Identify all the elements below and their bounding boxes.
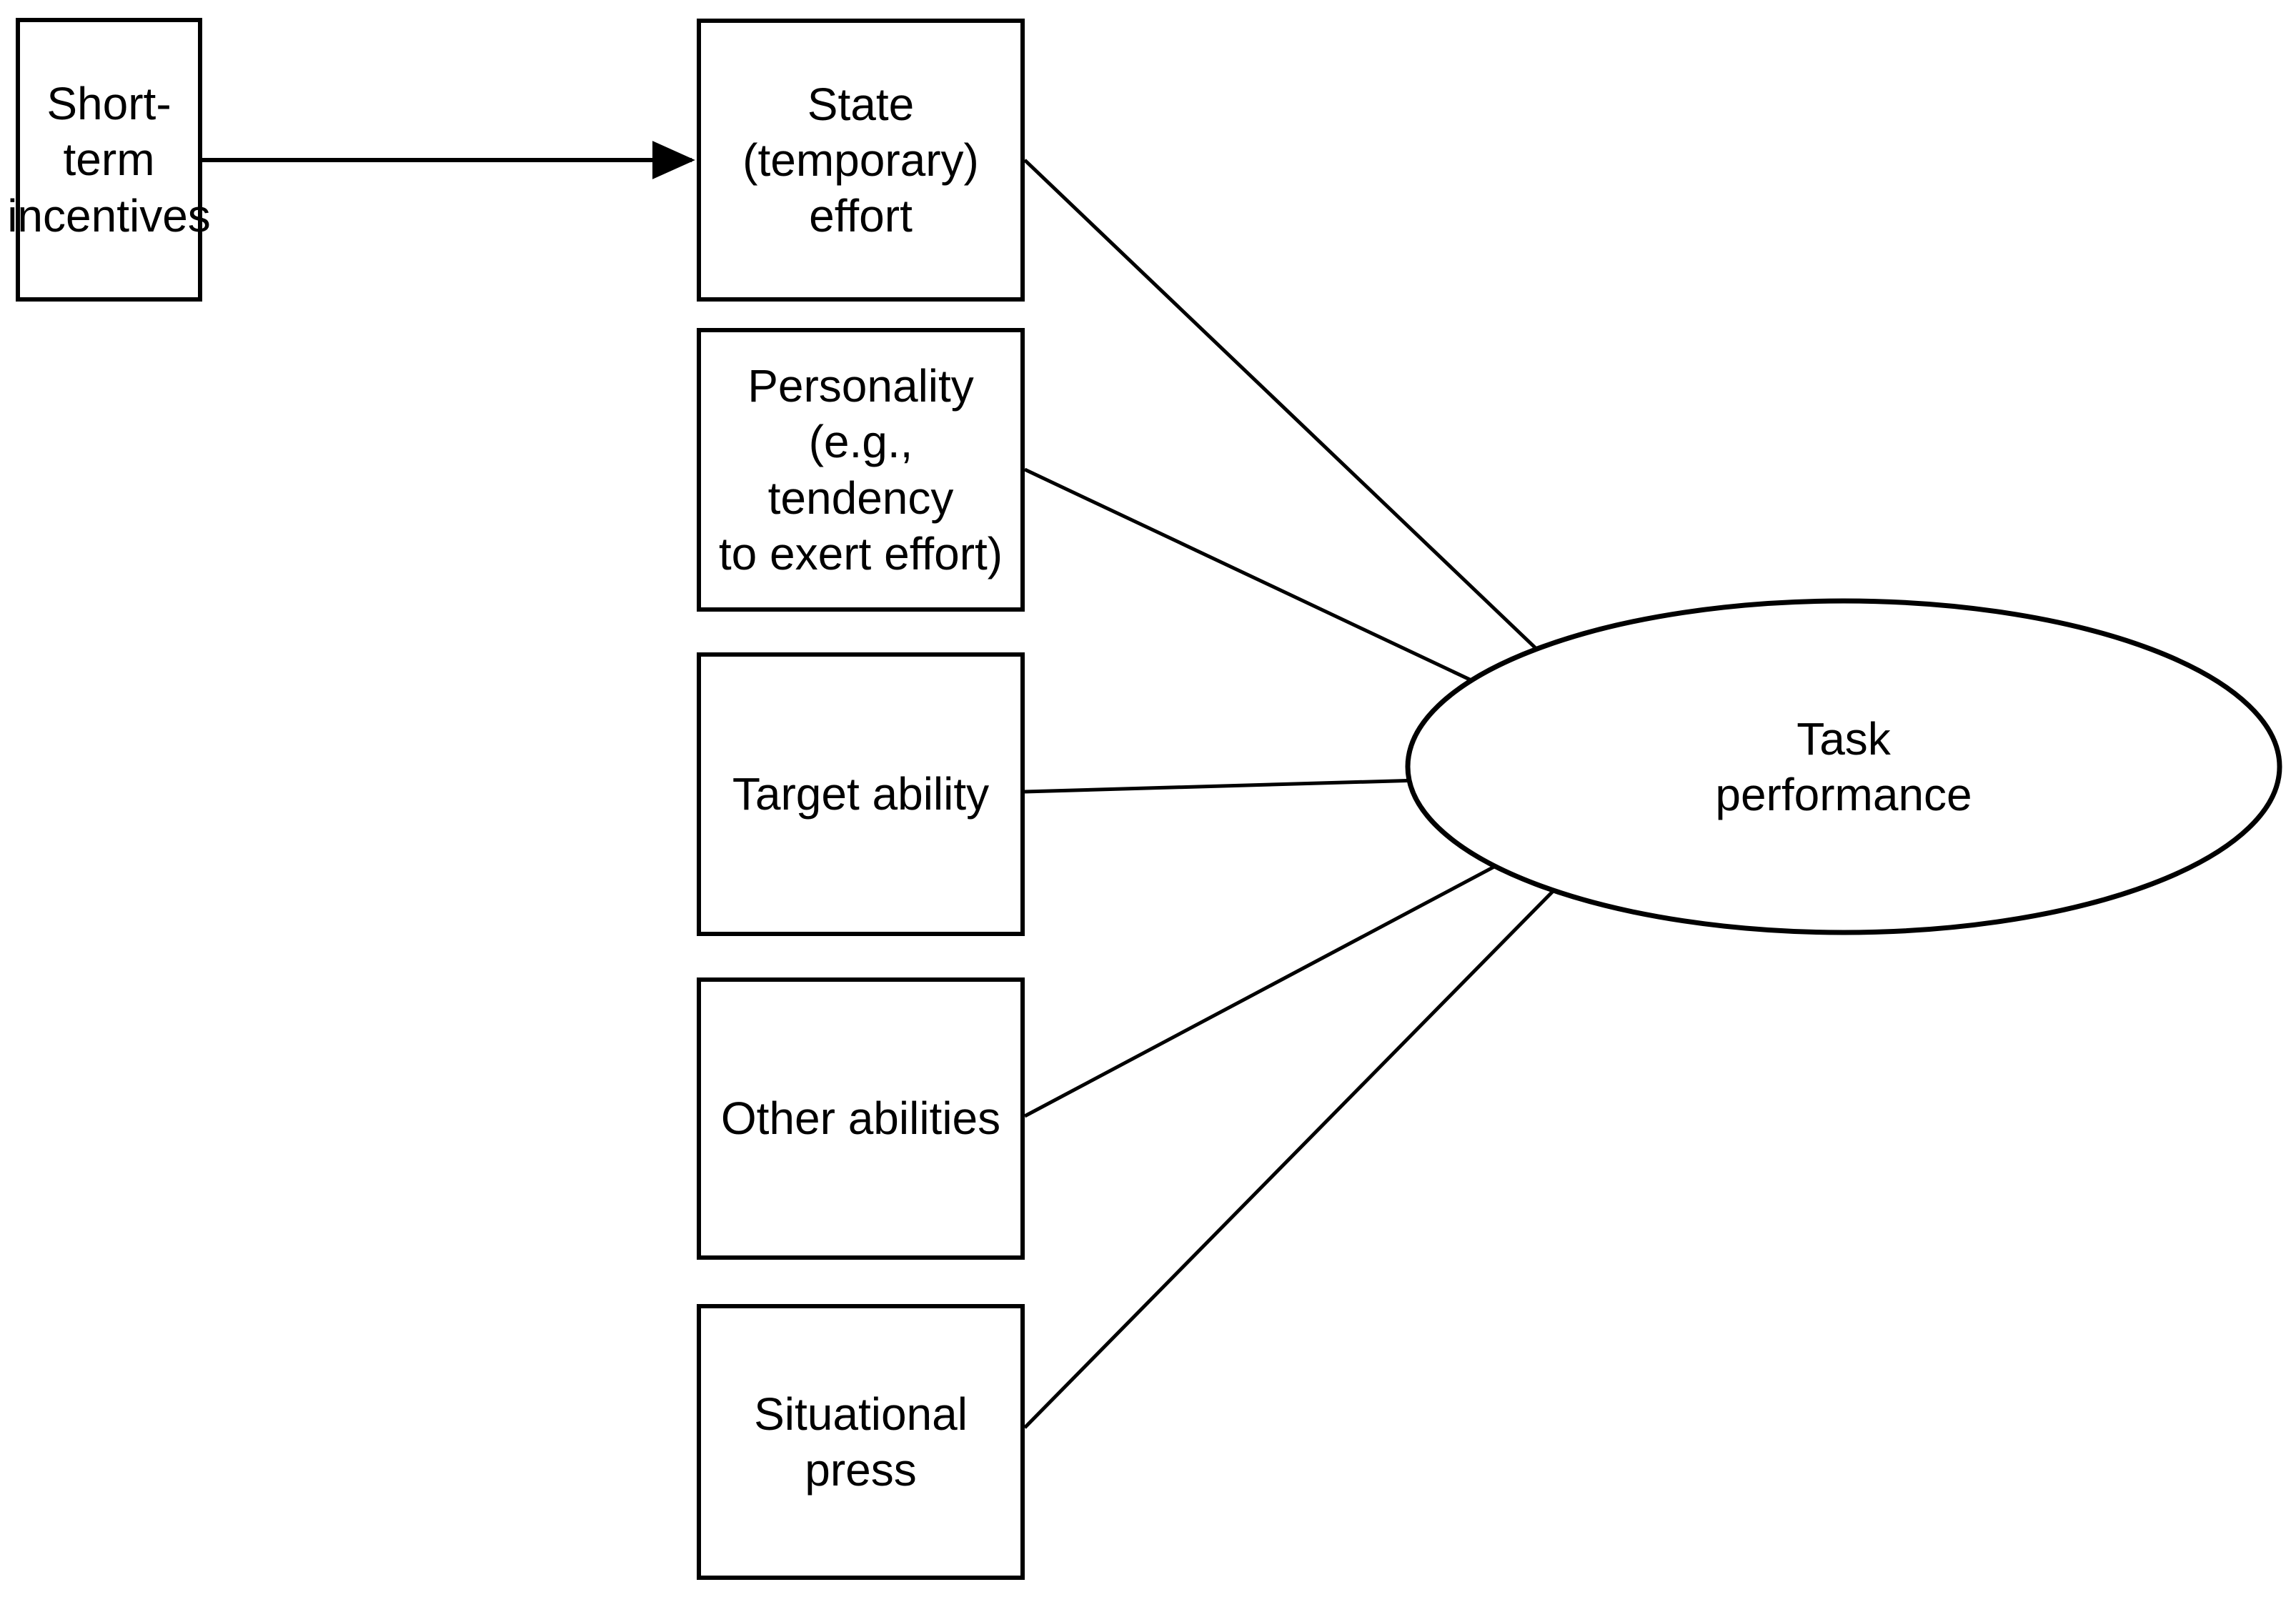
node-target-ability-label: Target ability <box>732 768 990 820</box>
node-personality-label: Personality (e.g., tendency to exert eff… <box>718 360 1003 579</box>
node-short-term-incentives-label: Short-term incentives <box>7 78 211 242</box>
node-situational-press-label: Situational press <box>754 1388 968 1496</box>
node-state-temporary-effort[interactable]: State (temporary) effort <box>697 19 1025 302</box>
node-state-temporary-effort-label: State (temporary) effort <box>742 78 979 242</box>
node-other-abilities-label: Other abilities <box>720 1093 1001 1145</box>
task-performance-ellipse[interactable] <box>1405 598 2282 935</box>
node-situational-press[interactable]: Situational press <box>697 1304 1025 1580</box>
node-other-abilities[interactable]: Other abilities <box>697 977 1025 1260</box>
node-target-ability[interactable]: Target ability <box>697 652 1025 936</box>
node-personality[interactable]: Personality (e.g., tendency to exert eff… <box>697 328 1025 612</box>
node-short-term-incentives[interactable]: Short-term incentives <box>7 18 211 302</box>
